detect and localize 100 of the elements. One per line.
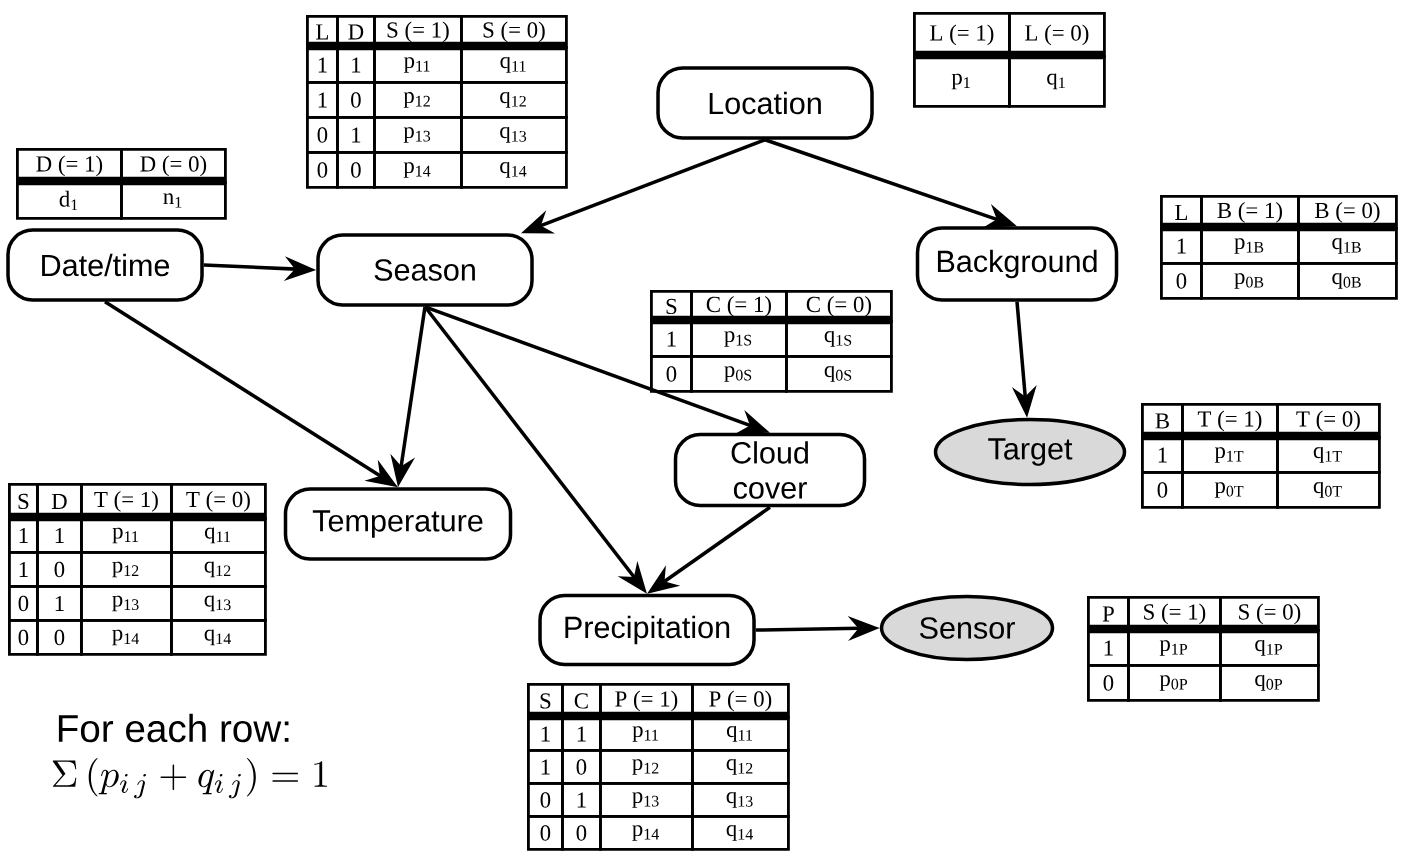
table-cell: p$_{1B}$ [1200,227,1300,265]
table-cell: q$_{1}$ [1008,55,1106,108]
table-cell: 0 [36,551,83,588]
table-cell: n$_{1}$ [120,181,227,220]
table-cell: B (= 0) [1297,195,1398,230]
table-cell: D [336,15,376,49]
table-cell: D (= 1) [16,148,123,184]
table-cell: q$_{13}$ [170,585,267,622]
table-cell: S [527,683,564,719]
table-cell: C [561,683,602,719]
table-cell: 1 [1141,436,1184,474]
table-cell: p$_{11}$ [80,517,173,554]
table-cell: 1 [650,320,693,358]
table-cell: q$_{13}$ [691,782,790,818]
table-cell: 0 [1087,664,1130,702]
table-cell: p$_{12}$ [80,551,173,588]
table-cell: D (= 0) [120,148,227,184]
table-cell: S [650,290,693,323]
table-cell: q$_{12}$ [691,749,790,785]
table-cell: p$_{0B}$ [1200,262,1300,300]
table-cell: p$_{1S}$ [690,320,788,358]
table-cell: q$_{11}$ [460,46,568,84]
table-cell: 0 [8,619,39,656]
table-cell: 0 [1141,471,1184,509]
table-cell: 0 [1160,262,1203,300]
table-cell: S (= 1) [373,15,463,49]
table-cell: 1 [561,782,602,818]
table-cell: 1 [336,116,376,154]
table-cell: p$_{1P}$ [1127,629,1222,667]
table-cell: q$_{0S}$ [785,355,893,393]
table-cell: 1 [527,716,564,752]
table-cell: 0 [306,116,339,154]
table-cell: B (= 1) [1200,195,1300,230]
table-cell: C (= 0) [785,290,893,323]
table-cell: q$_{0P}$ [1219,664,1320,702]
table-cell: q$_{1S}$ [785,320,893,358]
table-cell: D [36,483,83,520]
table-cell: q$_{1B}$ [1297,227,1398,265]
table-cell: p$_{14}$ [599,815,694,851]
table-cell: p$_{13}$ [599,782,694,818]
table-cell: q$_{1P}$ [1219,629,1320,667]
table-cell: p$_{12}$ [599,749,694,785]
variable-box: Season [316,233,534,307]
table-cell: 0 [306,151,339,189]
variable-box: Background [915,226,1119,302]
table-cell: L [306,15,339,49]
table-cell: P (= 1) [599,683,694,719]
table-cell: q$_{0B}$ [1297,262,1398,300]
variable-box: Temperature [283,487,513,561]
variable-box: Precipitation [538,593,756,667]
table-cell: 0 [336,151,376,189]
note-text: For each row: [58,713,289,743]
table-cell: 1 [8,551,39,588]
table-cell: S (= 1) [1127,596,1222,632]
sum-formula: $\Sigma\,(p_{i\,j} + q_{i\,j}) = 1$ [52,758,327,799]
table-cell: 1 [306,46,339,84]
table-cell: q$_{14}$ [691,815,790,851]
table-cell: p$_{1}$ [913,55,1011,108]
table-cell: C (= 1) [690,290,788,323]
table-cell: S (= 0) [1219,596,1320,632]
table-cell: L [1160,195,1203,230]
table-cell: P [1087,596,1130,632]
table-cell: T (= 0) [170,483,267,520]
table-cell: q$_{11}$ [170,517,267,554]
table-cell: 1 [306,81,339,119]
table-cell: S (= 0) [460,15,568,49]
table-cell: p$_{11}$ [599,716,694,752]
table-cell: p$_{1T}$ [1181,436,1279,474]
variable-box: Cloud cover [673,432,867,508]
table-cell: T (= 1) [80,483,173,520]
table-cell: L (= 0) [1008,12,1106,58]
table-cell: 1 [1087,629,1130,667]
table-cell: q$_{12}$ [170,551,267,588]
table-cell: 0 [561,815,602,851]
table-cell: 0 [650,355,693,393]
table-cell: 0 [527,782,564,818]
table-cell: 1 [527,749,564,785]
table-cell: p$_{13}$ [373,116,463,154]
table-cell: P (= 0) [691,683,790,719]
table-cell: L (= 1) [913,12,1011,58]
table-cell: p$_{14}$ [80,619,173,656]
table-cell: q$_{0T}$ [1276,471,1381,509]
table-cell: 0 [561,749,602,785]
table-cell: d$_{1}$ [16,181,123,220]
table-cell: T (= 1) [1181,403,1279,439]
table-cell: 0 [527,815,564,851]
table-cell: T (= 0) [1276,403,1381,439]
table-cell: 1 [36,517,83,554]
table-cell: p$_{13}$ [80,585,173,622]
table-cell: p$_{0S}$ [690,355,788,393]
table-cell: p$_{0P}$ [1127,664,1222,702]
table-cell: q$_{12}$ [460,81,568,119]
variable-box: Date/time [6,228,204,302]
table-cell: B [1141,403,1184,439]
table-cell: q$_{13}$ [460,116,568,154]
table-cell: 0 [36,619,83,656]
table-cell: 0 [8,585,39,622]
table-cell: q$_{1T}$ [1276,436,1381,474]
table-cell: q$_{14}$ [170,619,267,656]
table-cell: p$_{11}$ [373,46,463,84]
